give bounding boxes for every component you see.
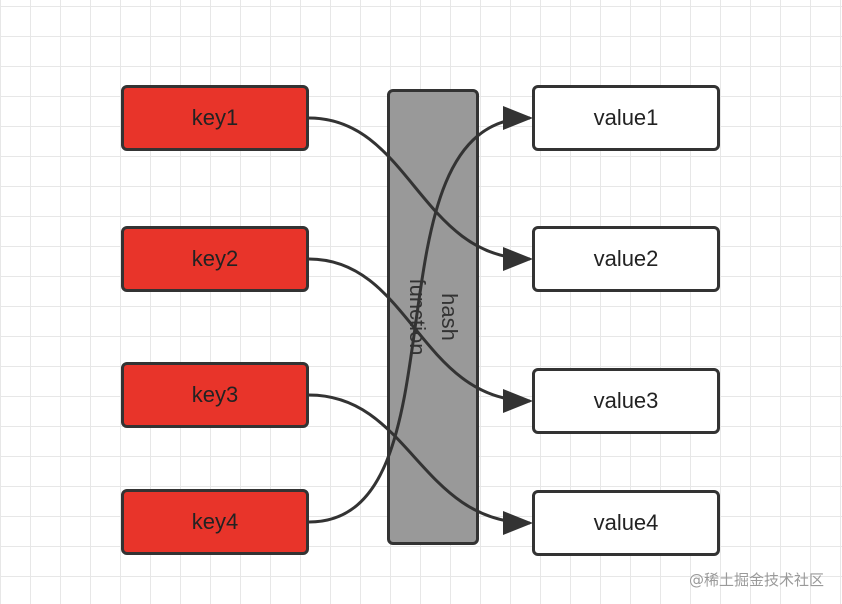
key-node-3: key3: [121, 362, 309, 428]
arrow-key4-value1: [308, 106, 533, 524]
arrow-key3-value4: [308, 393, 533, 535]
watermark-text: @稀土掘金技术社区: [688, 571, 824, 589]
hash-function-box: hash function: [387, 89, 479, 545]
value-node-3: value3: [532, 368, 720, 434]
value-node-4: value4: [532, 490, 720, 556]
key-node-2: key2: [121, 226, 309, 292]
key-node-1: key1: [121, 85, 309, 151]
key-node-4: key4: [121, 489, 309, 555]
arrow-key1-value2: [308, 116, 533, 271]
arrow-key2-value3: [308, 257, 533, 413]
value-node-1: value1: [532, 85, 720, 151]
value-node-2: value2: [532, 226, 720, 292]
